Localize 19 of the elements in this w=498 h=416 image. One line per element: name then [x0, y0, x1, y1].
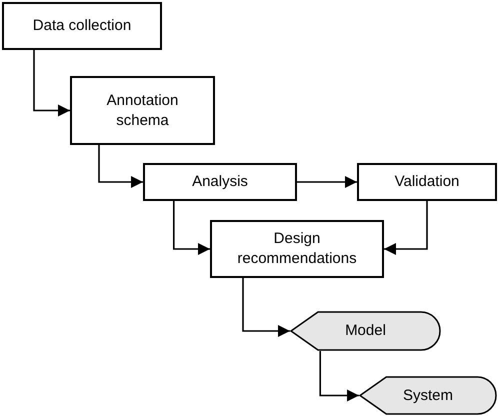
process-box	[2, 2, 162, 50]
arrow	[384, 201, 428, 255]
node-label: Model	[345, 321, 386, 341]
arrow	[319, 351, 359, 402]
process-box	[210, 220, 384, 278]
node-label: Annotation schema	[106, 90, 180, 130]
process-box	[143, 163, 297, 201]
node-label: Design recommendations	[236, 229, 358, 269]
node-label: System	[402, 386, 453, 406]
node-label: Data collection	[32, 16, 132, 36]
arrow	[297, 176, 357, 188]
arrow	[33, 50, 70, 116]
arrow	[173, 201, 210, 255]
node-label: Validation	[394, 172, 460, 192]
arrow	[242, 278, 290, 337]
arrow	[98, 145, 143, 188]
process-box	[357, 163, 497, 201]
process-box	[70, 76, 215, 145]
node-label: Analysis	[192, 172, 248, 192]
